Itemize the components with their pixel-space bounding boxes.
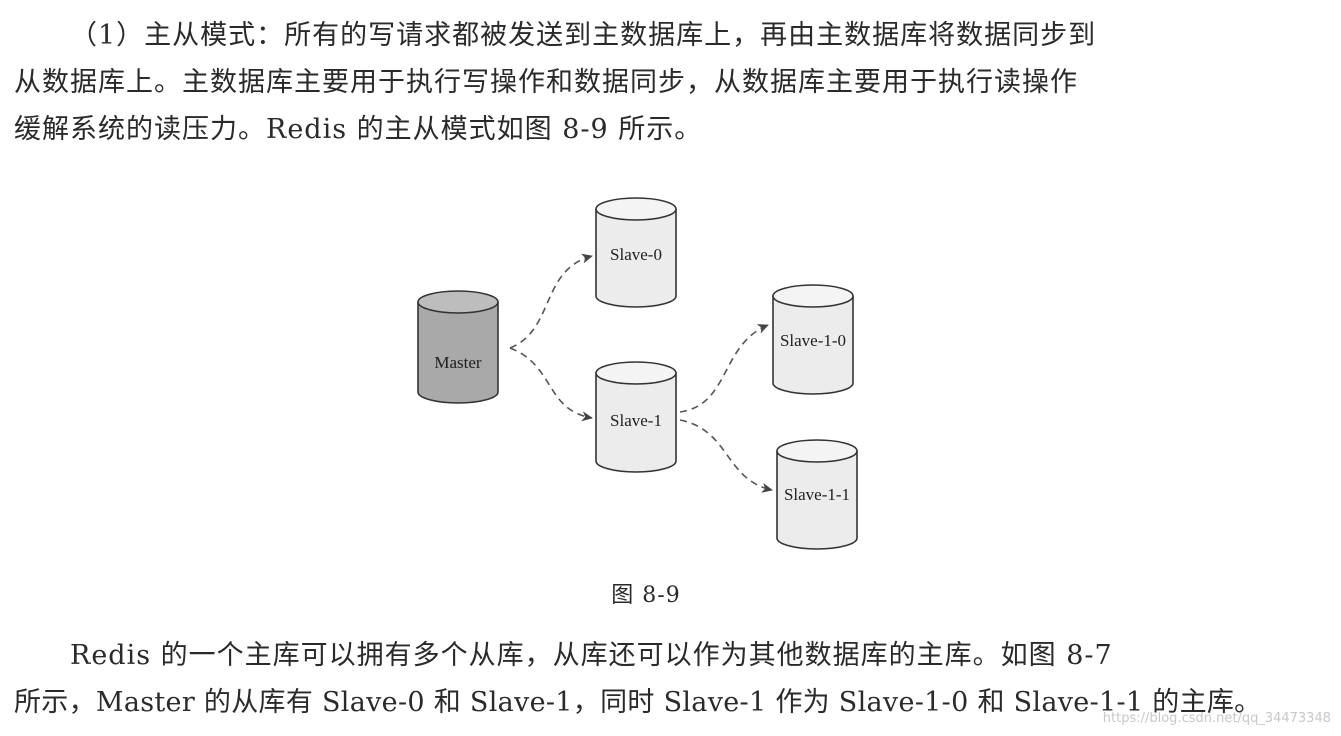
slave0-label: Slave-0 bbox=[610, 245, 662, 264]
slave0-node: Slave-0 bbox=[595, 197, 677, 308]
edge-master-slave0 bbox=[509, 253, 593, 349]
explanation-line-1: Redis 的一个主库可以拥有多个从库，从库还可以作为其他数据库的主库。如图 8… bbox=[70, 640, 1113, 671]
edge-slave1-slave10 bbox=[679, 324, 769, 413]
slave10-node: Slave-1-0 bbox=[772, 284, 854, 395]
slave1-node: Slave-1 bbox=[595, 361, 677, 473]
edge-slave1-slave11 bbox=[679, 419, 773, 493]
slave11-node: Slave-1-1 bbox=[776, 439, 858, 550]
intro-paragraph: （1）主从模式：所有的写请求都被发送到主数据库上，再由主数据库将数据同步到 从数… bbox=[14, 12, 1314, 153]
explanation-line-2: 所示，Master 的从库有 Slave-0 和 Slave-1，同时 Slav… bbox=[14, 687, 1262, 718]
intro-line-3: 缓解系统的读压力。Redis 的主从模式如图 8-9 所示。 bbox=[14, 114, 703, 145]
watermark: https://blog.csdn.net/qq_34473348 bbox=[1102, 711, 1331, 726]
intro-line-1: （1）主从模式：所有的写请求都被发送到主数据库上，再由主数据库将数据同步到 bbox=[70, 20, 1097, 51]
edge-master-slave1 bbox=[509, 347, 593, 422]
master-label: Master bbox=[434, 353, 482, 372]
figure-caption: 图 8-9 bbox=[611, 583, 681, 608]
master-node: Master bbox=[417, 290, 499, 404]
intro-line-2: 从数据库上。主数据库主要用于执行写操作和数据同步，从数据库主要用于执行读操作 bbox=[14, 67, 1078, 98]
explanation-paragraph: Redis 的一个主库可以拥有多个从库，从库还可以作为其他数据库的主库。如图 8… bbox=[14, 632, 1314, 726]
slave1-label: Slave-1 bbox=[610, 411, 662, 430]
master-slave-diagram: Master Slave-0 Slave-1 Slave-1-0 Slave-1… bbox=[417, 197, 858, 550]
slave11-label: Slave-1-1 bbox=[784, 485, 850, 504]
slave10-label: Slave-1-0 bbox=[780, 331, 846, 350]
